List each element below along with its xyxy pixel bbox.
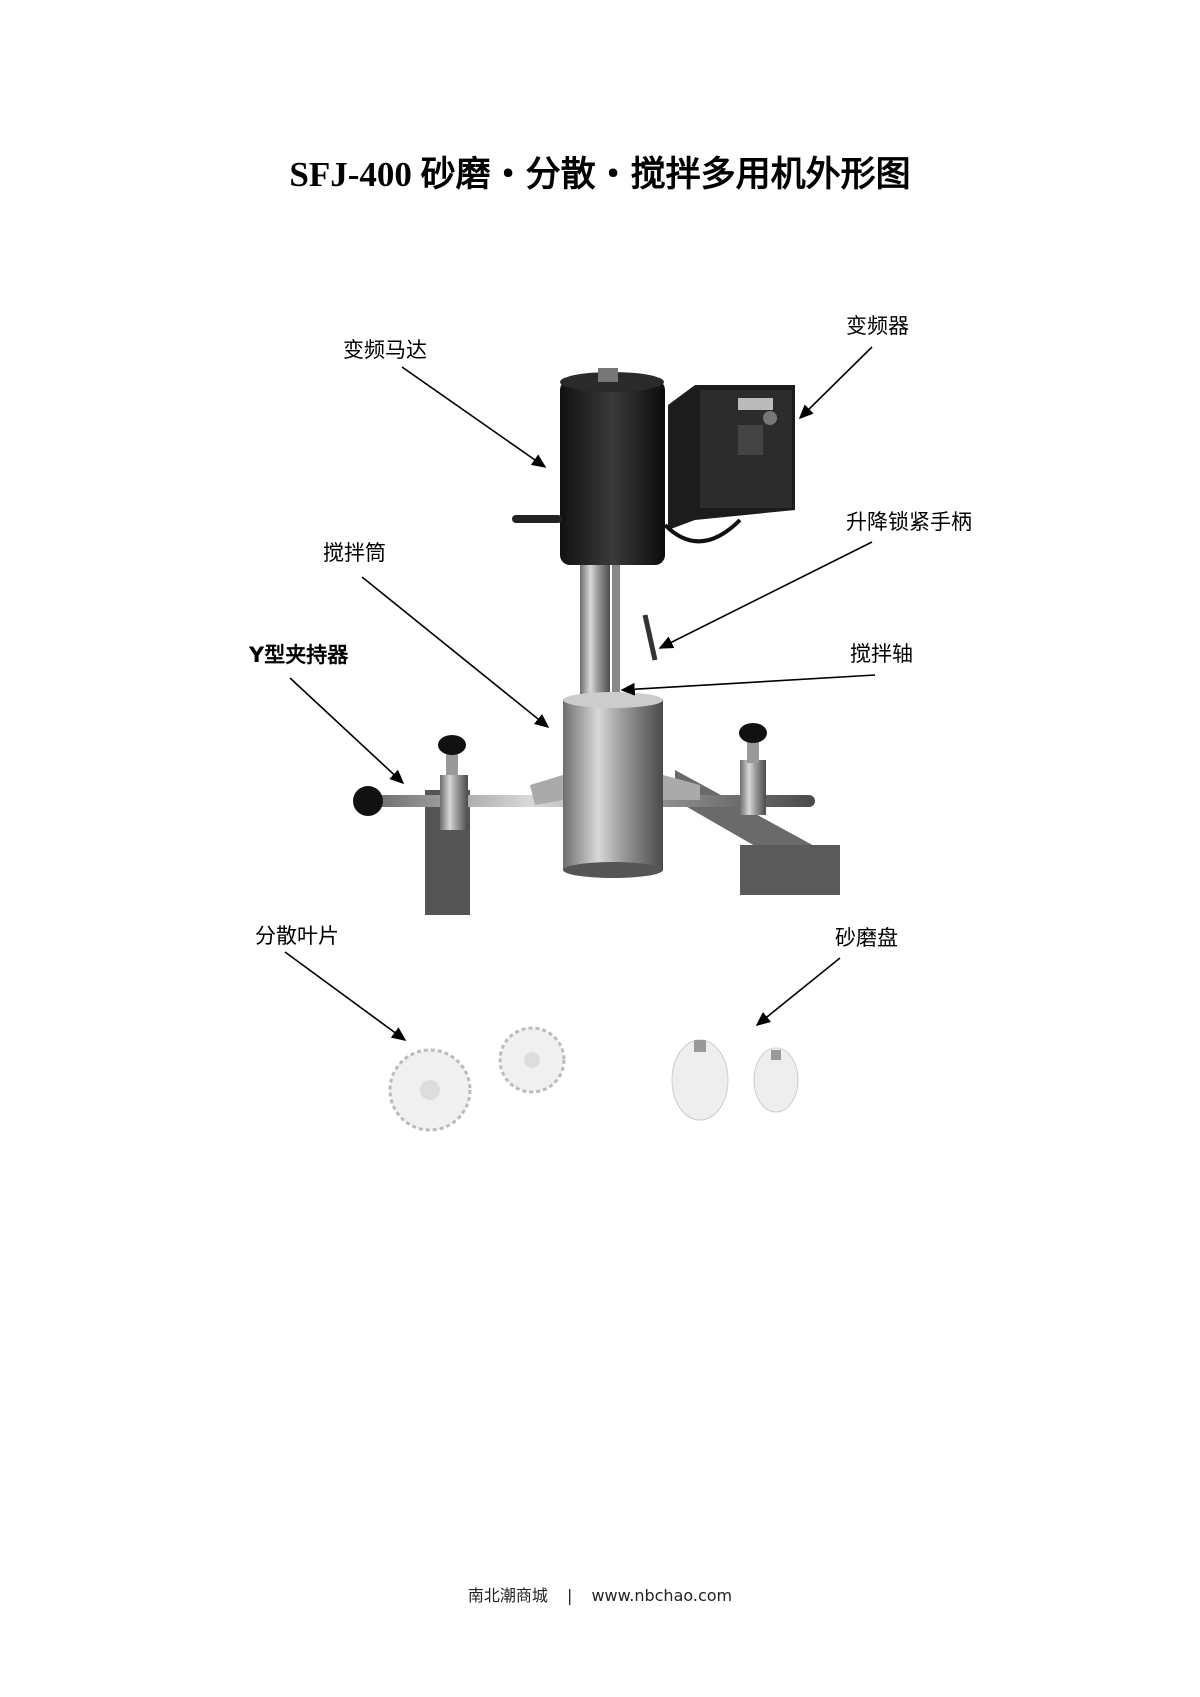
- label-mixing-shaft: 搅拌轴: [850, 642, 913, 666]
- y-clamp: [353, 723, 815, 830]
- dispersion-blades: [388, 1026, 566, 1132]
- footer: 南北潮商城 | www.nbchao.com: [0, 1582, 1200, 1606]
- page-title: SFJ-400 砂磨・分散・搅拌多用机外形图: [289, 155, 911, 194]
- inverter: [663, 385, 795, 544]
- label-motor: 变频马达: [343, 338, 427, 362]
- mixing-shaft: [612, 560, 620, 700]
- label-inverter: 变频器: [846, 314, 909, 338]
- grinding-discs: [671, 1039, 799, 1121]
- leader-arrows: [284, 346, 876, 1041]
- footer-separator: |: [566, 1586, 573, 1605]
- label-y-clamp: Y型夹持器: [249, 643, 349, 667]
- label-grinding-disc: 砂磨盘: [835, 926, 898, 950]
- footer-url[interactable]: www.nbchao.com: [591, 1586, 733, 1605]
- motor: [512, 368, 665, 565]
- label-dispersion-blade: 分散叶片: [255, 924, 339, 948]
- lock-handle: [642, 614, 658, 661]
- label-mixing-cylinder: 搅拌筒: [323, 541, 386, 565]
- mixing-cylinder: [530, 692, 700, 878]
- label-lock-handle: 升降锁紧手柄: [846, 510, 972, 534]
- footer-site-name: 南北潮商城: [467, 1586, 548, 1605]
- column: [580, 555, 610, 700]
